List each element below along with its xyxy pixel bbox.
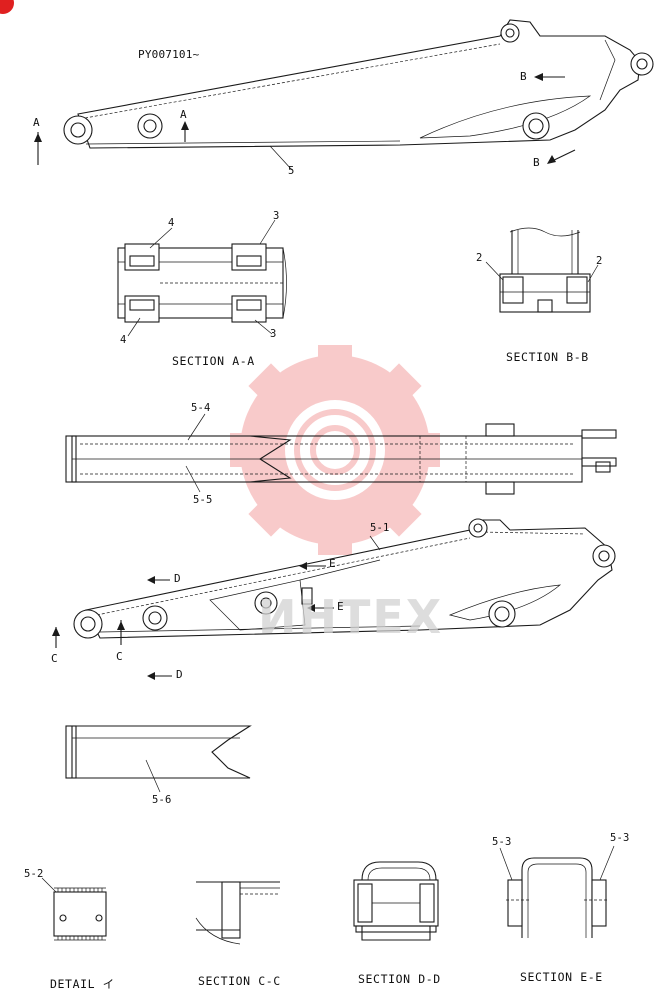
section-e-e-drawing [499,845,615,938]
section-b-b-drawing [485,227,599,313]
boom-plan-view [65,413,617,495]
serial-range: PY007101~ [138,48,200,61]
callout-4-top: 4 [168,217,175,229]
callout-5-4: 5-4 [191,402,211,414]
callout-3-top: 3 [273,210,280,222]
corner-badge [0,0,14,14]
section-mark-c-mid: C [116,650,123,663]
section-c-c-drawing [195,881,280,945]
callout-5-3-left: 5-3 [492,836,512,848]
section-mark-b-bottom: B [533,156,540,169]
section-a-a-drawing [117,219,287,337]
callout-5-5: 5-5 [193,494,213,506]
caption-detail-i: DETAIL イ [50,977,115,991]
detail-i-drawing [41,877,107,941]
section-mark-d-top: D [174,572,181,585]
callout-5-3-right: 5-3 [610,832,630,844]
caption-section-b-b: SECTION B-B [506,350,589,364]
section-mark-b-top: B [520,70,527,83]
section-mark-d-bottom: D [176,668,183,681]
callout-5-6: 5-6 [152,794,172,806]
callout-5: 5 [288,165,295,177]
section-d-d-drawing [353,861,439,941]
plate-5-6-drawing [65,725,252,793]
boom-assembly-top [34,19,654,171]
section-mark-e-bottom: E [337,600,344,613]
caption-section-d-d: SECTION D-D [358,972,441,986]
section-mark-e-top: E [329,557,336,570]
watermark-text: ИНТЕХ [258,590,444,644]
section-mark-a-left: A [33,116,40,129]
section-mark-a-mid: A [180,108,187,121]
watermark-gear-icon [230,345,440,555]
callout-2-left: 2 [476,252,483,264]
callout-5-2: 5-2 [24,868,44,880]
caption-section-c-c: SECTION C-C [198,974,281,988]
caption-section-a-a: SECTION A-A [172,354,255,368]
callout-3-bottom: 3 [270,328,277,340]
callout-5-1: 5-1 [370,522,390,534]
callout-4-bottom: 4 [120,334,127,346]
callout-2-right: 2 [596,255,603,267]
caption-section-e-e: SECTION E-E [520,970,603,984]
boom-side-view [52,518,616,680]
section-mark-c-left: C [51,652,58,665]
